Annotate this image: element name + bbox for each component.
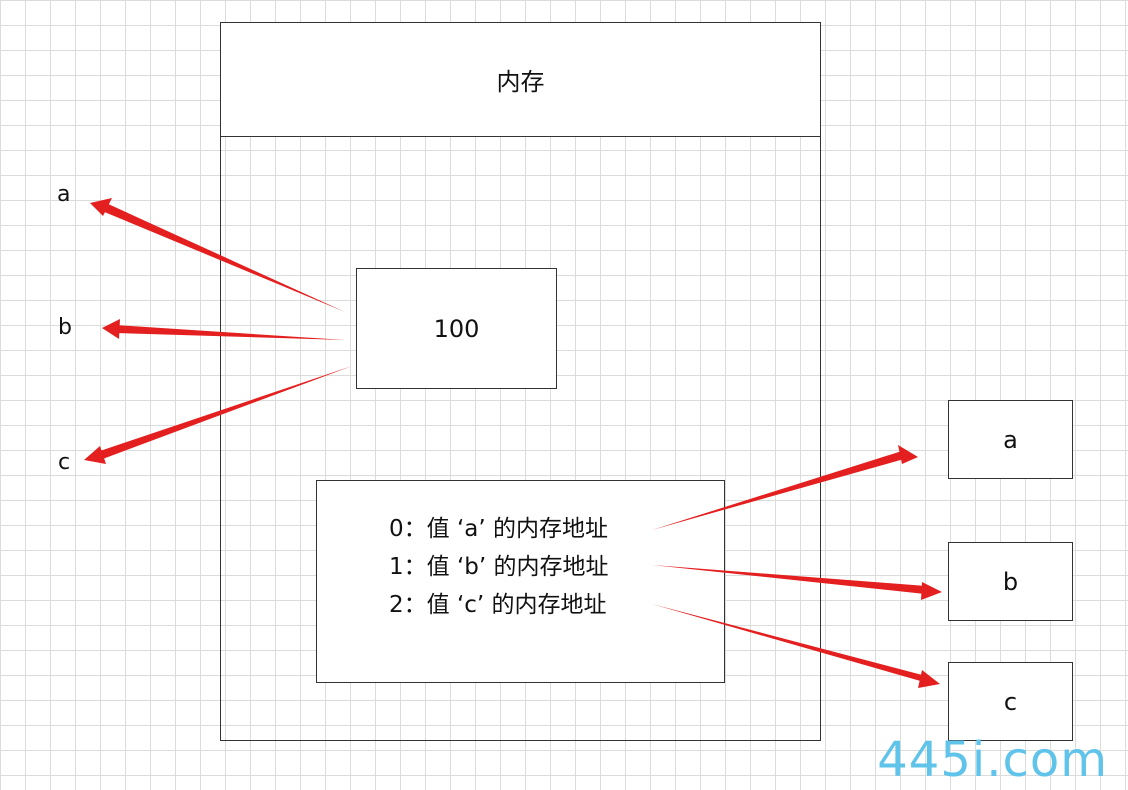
target-label-c: c: [1003, 687, 1018, 716]
arrow-head: [918, 670, 940, 688]
list-item: 0：值 ‘a’ 的内存地址: [389, 516, 608, 542]
arrow-head: [898, 445, 918, 464]
arrow-head: [90, 198, 112, 216]
target-label-a: a: [1003, 425, 1018, 454]
list-item: 1：值 ‘b’ 的内存地址: [389, 554, 609, 580]
variable-label-c: c: [58, 450, 71, 475]
variable-label-a: a: [57, 182, 71, 207]
target-box-a: a: [948, 400, 1073, 479]
list-item: 2：值 ‘c’ 的内存地址: [389, 592, 607, 618]
target-label-b: b: [1002, 567, 1019, 596]
variable-label-b: b: [58, 315, 72, 340]
memory-title: 内存: [496, 68, 545, 96]
watermark: 445i.com: [877, 732, 1108, 788]
value-box: 100: [356, 268, 557, 389]
list-box: 0：值 ‘a’ 的内存地址 1：值 ‘b’ 的内存地址 2：值 ‘c’ 的内存地…: [316, 480, 725, 683]
target-box-b: b: [948, 542, 1073, 621]
memory-header: 内存: [220, 22, 821, 137]
arrow-head: [84, 446, 106, 464]
target-box-c: c: [948, 662, 1073, 741]
value-text: 100: [433, 314, 480, 343]
arrow-head: [921, 582, 942, 600]
arrow-head: [102, 319, 120, 339]
